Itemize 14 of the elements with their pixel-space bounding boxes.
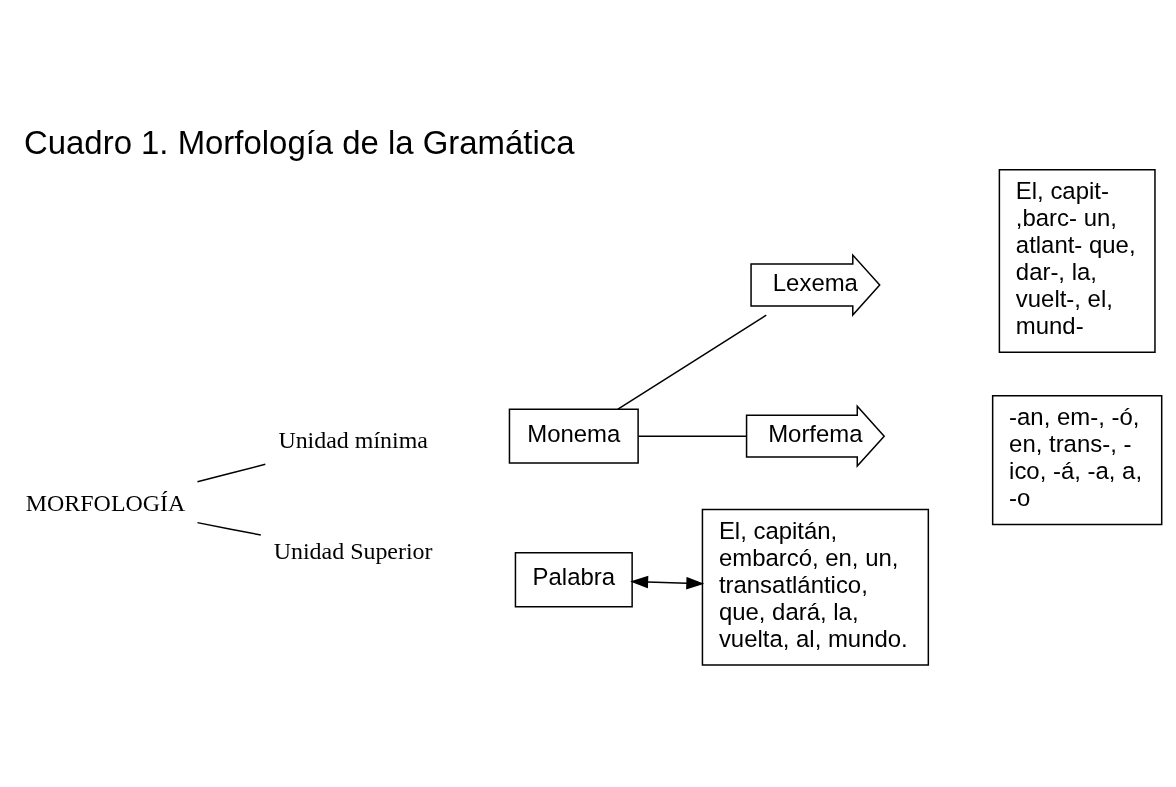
node-box: -an, em-, -ó, en, trans-, - ico, -á, -a, a, -o (991, 395, 1163, 526)
connector (617, 314, 767, 410)
node-box: Monema (508, 408, 639, 464)
connector (637, 435, 748, 437)
diagram-title: Cuadro 1. Morfología de la Gramática (24, 124, 575, 162)
node-box: El, capitán, embarcó, en, un, transatlántico, que, dará, la, vuelta, al, mundo. (701, 508, 930, 666)
connector (196, 521, 262, 536)
arrow (630, 575, 705, 590)
node-box: Palabra (514, 552, 633, 608)
connector (196, 463, 267, 483)
node-text: MORFOLOGÍA (25, 489, 186, 516)
node-text: Unidad mínima (278, 426, 428, 453)
node-text: Unidad Superior (273, 537, 433, 564)
node-box: El, capit- ,barc- un, atlant- que, dar-, la, vuelt-, el, mund- (998, 169, 1156, 354)
